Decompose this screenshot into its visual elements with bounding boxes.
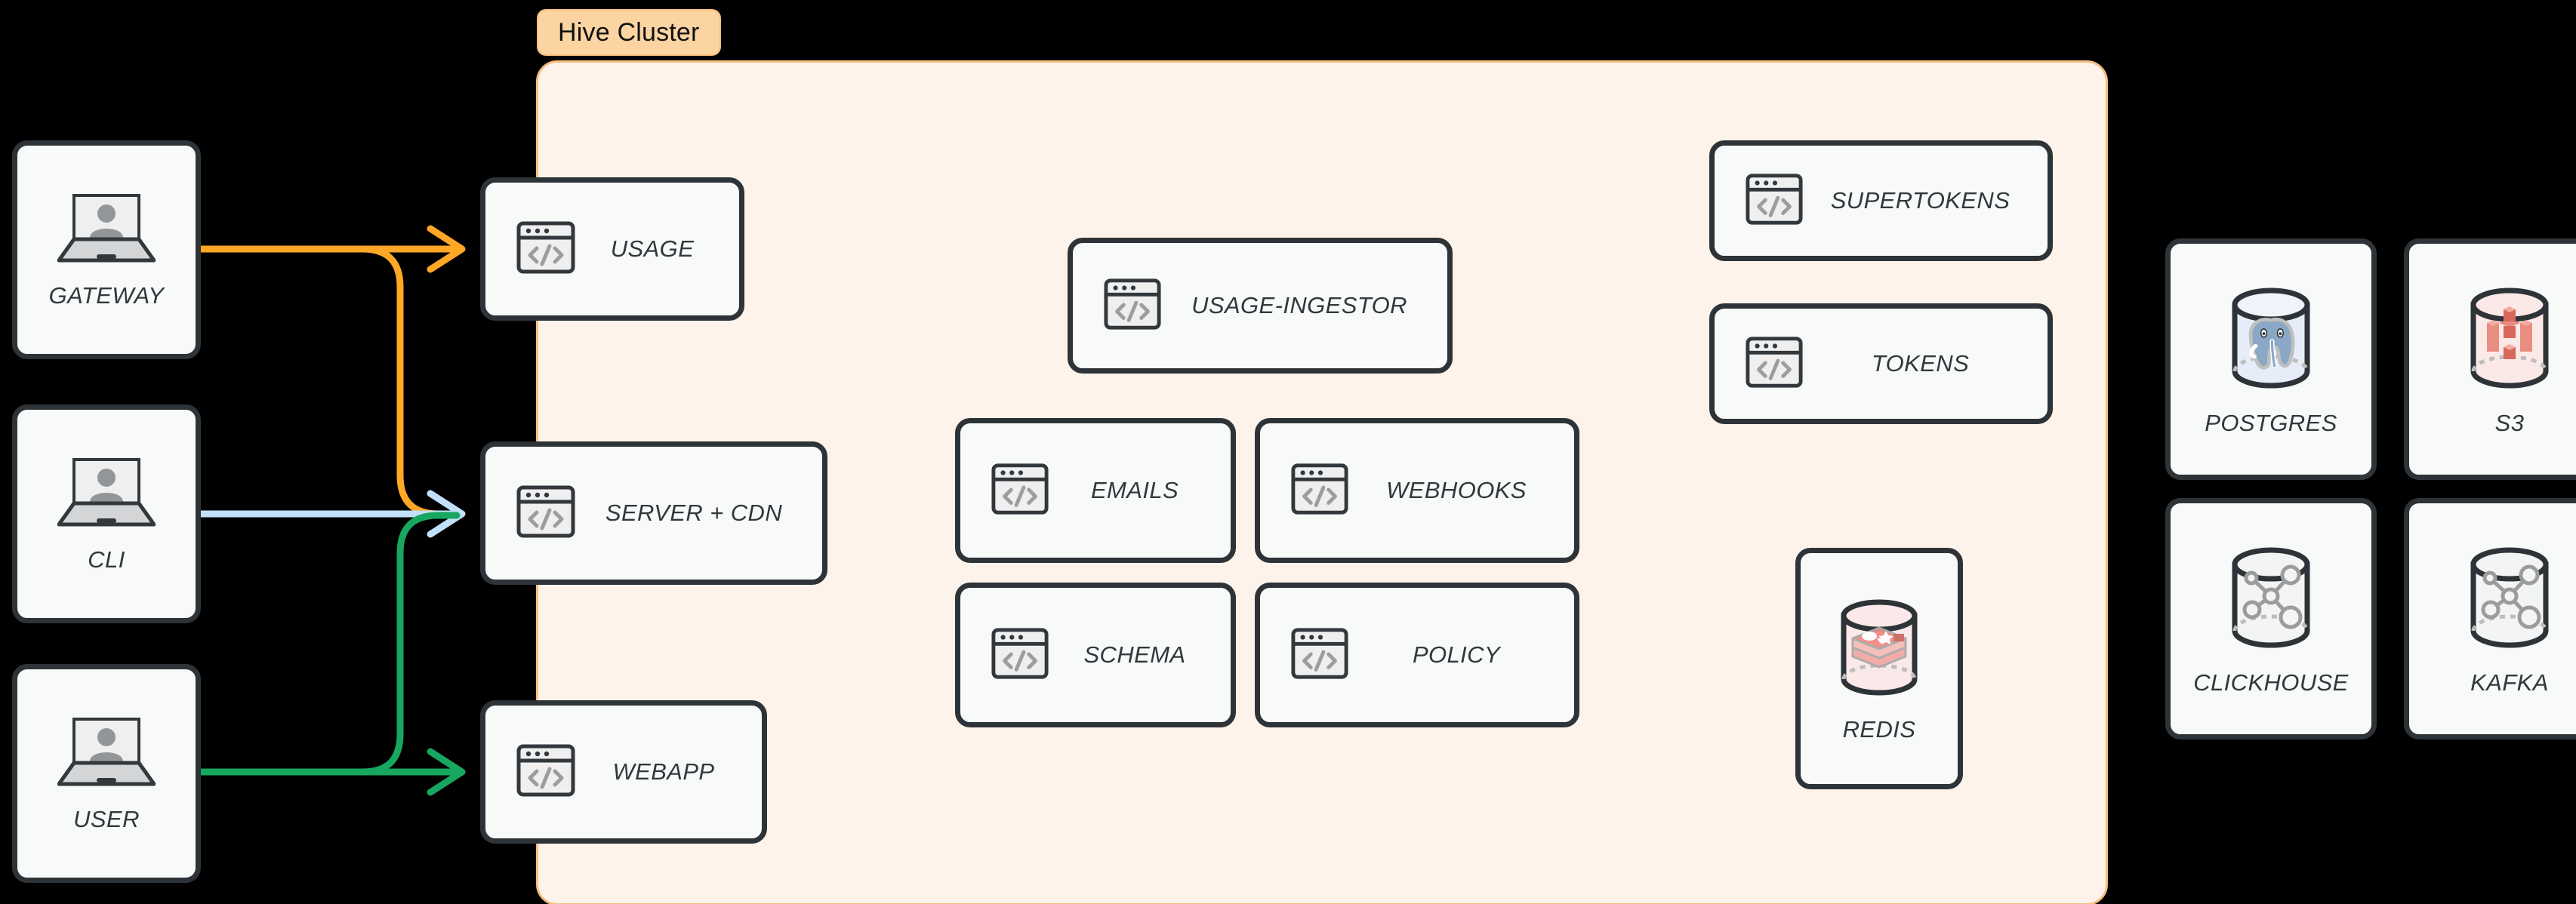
code-window-icon [1103, 275, 1162, 337]
laptop-user-icon [57, 715, 156, 794]
service-label: WEBAPP [612, 758, 715, 785]
service-node-policy[interactable]: POLICY [1255, 583, 1579, 727]
code-window-icon [991, 624, 1049, 687]
service-node-webhooks[interactable]: WEBHOOKS [1255, 418, 1579, 563]
service-label: SERVER + CDN [605, 500, 783, 526]
code-window-icon [516, 740, 576, 804]
code-window-icon [991, 460, 1049, 522]
client-label: CLI [88, 546, 125, 573]
service-label: SUPERTOKENS [1830, 187, 2011, 214]
code-window-icon [516, 217, 576, 281]
s3-database-icon [2457, 282, 2562, 398]
service-label: EMAILS [1090, 477, 1179, 503]
service-label: WEBHOOKS [1386, 477, 1527, 503]
service-node-webapp[interactable]: WEBAPP [480, 700, 767, 844]
datastore-node-clickhouse[interactable]: CLICKHOUSE [2165, 498, 2377, 739]
client-label: USER [73, 805, 140, 832]
kafka-database-icon [2457, 542, 2562, 657]
datastore-label: CLICKHOUSE [2193, 669, 2349, 696]
code-window-icon [516, 481, 576, 546]
service-node-usage-ingestor[interactable]: USAGE-INGESTOR [1068, 238, 1453, 374]
service-node-tokens[interactable]: TOKENS [1709, 303, 2053, 424]
code-window-icon [1745, 333, 1804, 395]
edge-gateway-server-cdn [359, 245, 463, 518]
edge-cli-server-cdn [197, 490, 466, 538]
service-node-usage[interactable]: USAGE [480, 177, 744, 321]
code-window-icon [1745, 170, 1804, 232]
service-label: USAGE-INGESTOR [1191, 292, 1407, 318]
edge-user-server-cdn [359, 512, 461, 776]
service-node-schema[interactable]: SCHEMA [955, 583, 1236, 727]
laptop-user-icon [57, 455, 156, 534]
datastore-label: KAFKA [2470, 669, 2549, 696]
datastore-label: S3 [2494, 409, 2525, 436]
code-window-icon [1290, 460, 1349, 522]
client-label: GATEWAY [48, 281, 165, 309]
datastore-label: REDIS [1842, 715, 1916, 743]
service-node-server-cdn[interactable]: SERVER + CDN [480, 441, 827, 585]
client-node-user[interactable]: USER [12, 664, 201, 883]
hive-cluster-badge: Hive Cluster [537, 9, 721, 56]
service-label: USAGE [610, 235, 695, 262]
edge-gateway-usage [197, 225, 466, 273]
clickhouse-database-icon [2218, 542, 2324, 657]
datastore-label: POSTGRES [2205, 409, 2337, 436]
service-node-supertokens[interactable]: SUPERTOKENS [1709, 140, 2053, 261]
datastore-node-s3[interactable]: S3 [2404, 238, 2576, 480]
service-node-emails[interactable]: EMAILS [955, 418, 1236, 563]
service-label: TOKENS [1871, 350, 1970, 377]
code-window-icon [1290, 624, 1349, 687]
redis-database-icon [1829, 595, 1930, 704]
service-label: SCHEMA [1083, 641, 1186, 668]
postgres-database-icon [2218, 282, 2324, 398]
laptop-user-icon [57, 191, 156, 270]
edge-user-webapp [197, 748, 466, 796]
datastore-node-redis[interactable]: REDIS [1795, 548, 1963, 789]
client-node-cli[interactable]: CLI [12, 404, 201, 623]
service-label: POLICY [1412, 641, 1501, 668]
client-node-gateway[interactable]: GATEWAY [12, 140, 201, 359]
datastore-node-kafka[interactable]: KAFKA [2404, 498, 2576, 739]
datastore-node-postgres[interactable]: POSTGRES [2165, 238, 2377, 480]
